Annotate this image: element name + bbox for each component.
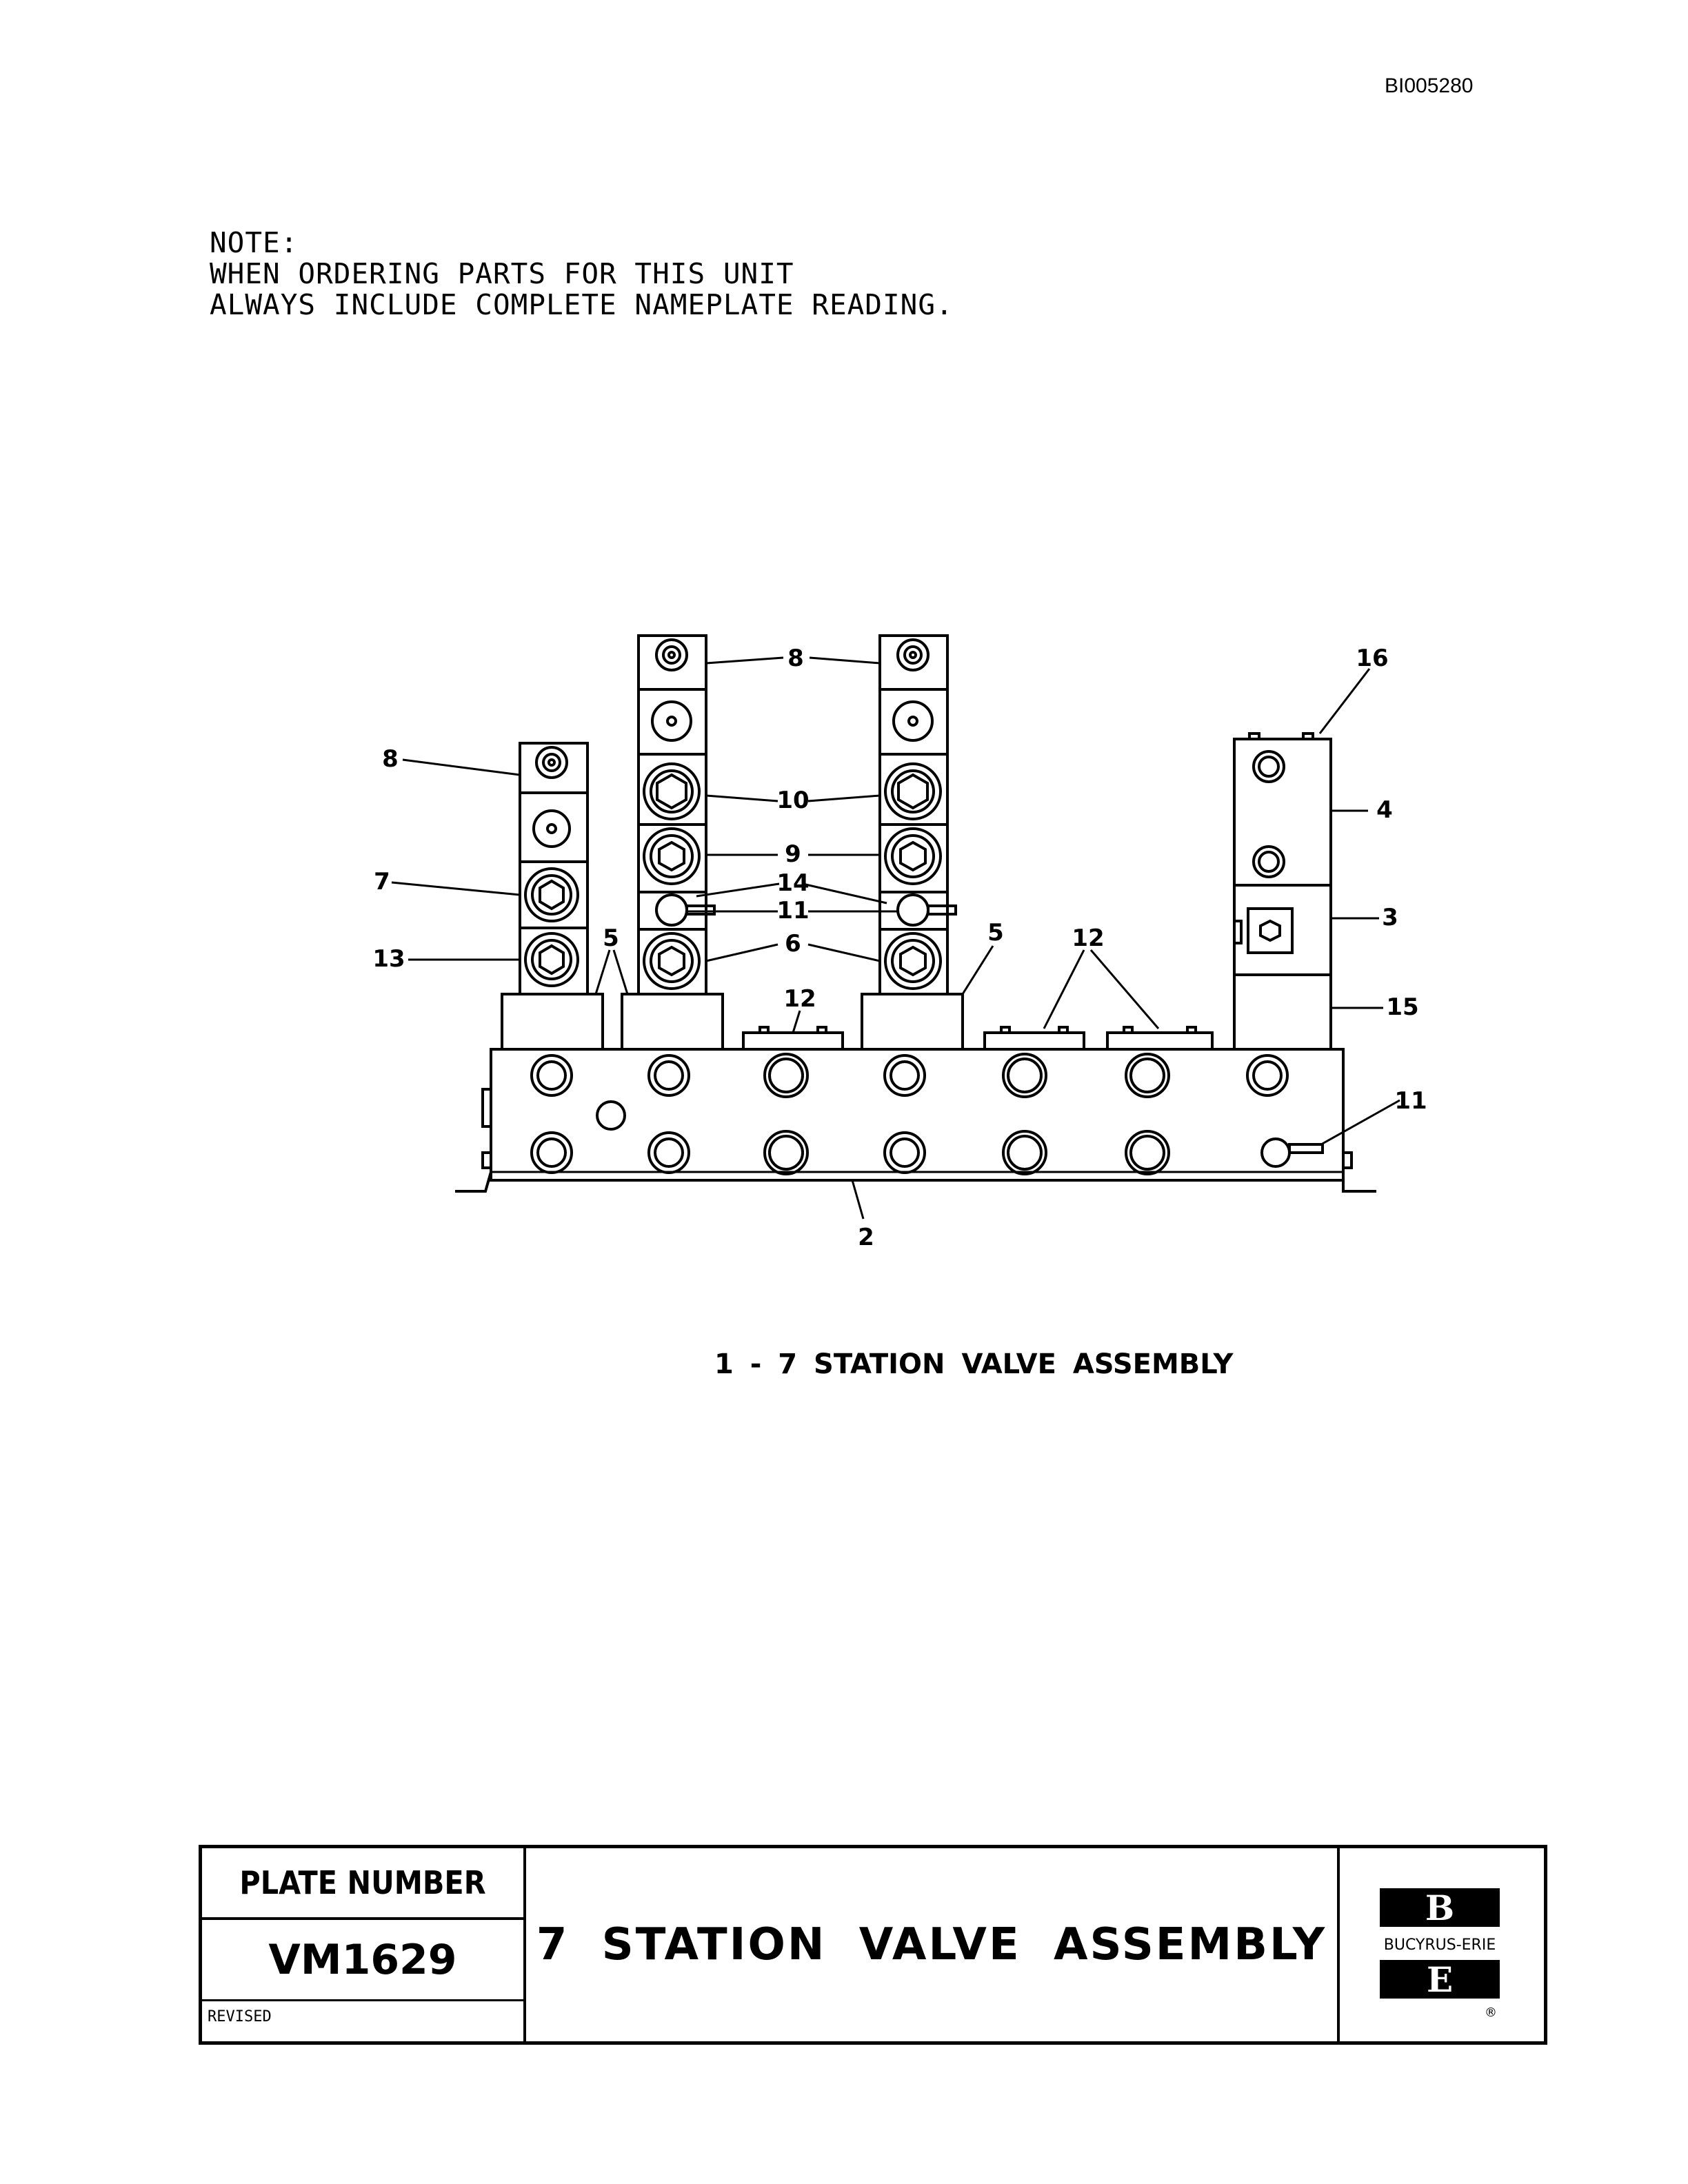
callout-10: 10 (776, 787, 809, 814)
valve-stack-center-left (637, 634, 716, 995)
callout-3: 3 (1382, 904, 1398, 931)
valve-stack-center-right (878, 634, 957, 995)
callout-4: 4 (1376, 796, 1393, 824)
callout-6: 6 (785, 930, 801, 958)
callout-7: 7 (374, 868, 390, 896)
title-block: PLATE NUMBER VM1629 REVISED 7 STATION VA… (199, 1845, 1547, 2045)
note-heading: NOTE: (210, 226, 299, 259)
callout-12-center: 12 (783, 985, 816, 1013)
callout-9: 9 (785, 840, 801, 868)
note-line-1: WHEN ORDERING PARTS FOR THIS UNIT (210, 257, 794, 290)
callout-13: 13 (372, 945, 405, 973)
callout-11-right: 11 (1394, 1087, 1427, 1115)
valve-stack-left (519, 742, 589, 995)
callout-11-center: 11 (776, 897, 809, 924)
figure-caption: 1 - 7 STATION VALVE ASSEMBLY (714, 1348, 1234, 1380)
drawing-title: 7 STATION VALVE ASSEMBLY (536, 1919, 1327, 1970)
registered-mark: ® (1485, 2005, 1497, 2020)
plate-number-panel: PLATE NUMBER VM1629 REVISED (202, 1848, 526, 2041)
document-id: BI005280 (1385, 74, 1474, 97)
callout-2: 2 (858, 1224, 874, 1251)
plate-number-value: VM1629 (202, 1920, 523, 2001)
manifold-base (455, 1048, 1376, 1193)
callout-5-right: 5 (987, 919, 1004, 947)
callout-16: 16 (1356, 645, 1388, 672)
revised-label: REVISED (208, 2008, 272, 2025)
bucyrus-erie-logo: B BUCYRUS-ERIE E ® (1337, 1848, 1544, 2041)
plate-number-label: PLATE NUMBER (202, 1848, 523, 1920)
callout-15: 15 (1386, 993, 1418, 1021)
callout-8-center: 8 (787, 645, 804, 672)
valve-stack-right (1233, 732, 1332, 1051)
callout-labels: 8 8 16 4 10 7 9 14 11 3 13 5 6 5 12 12 1… (372, 645, 1427, 1251)
port-row-lower (530, 1130, 1324, 1175)
logo-e-block: E (1380, 1959, 1500, 2000)
logo-company-name: BUCYRUS-ERIE (1383, 1937, 1496, 1954)
callout-5-left: 5 (603, 924, 619, 952)
port-row-upper (530, 1053, 1289, 1098)
callout-12-right: 12 (1072, 924, 1104, 952)
callout-14: 14 (776, 869, 809, 897)
station-blocks (501, 993, 1214, 1051)
note-line-2: ALWAYS INCLUDE COMPLETE NAMEPLATE READIN… (210, 288, 954, 321)
leader-lines (391, 656, 1400, 1220)
callout-8-left: 8 (382, 745, 399, 773)
logo-b-block: B (1380, 1888, 1500, 1928)
ordering-note: NOTE: WHEN ORDERING PARTS FOR THIS UNIT … (210, 228, 954, 321)
